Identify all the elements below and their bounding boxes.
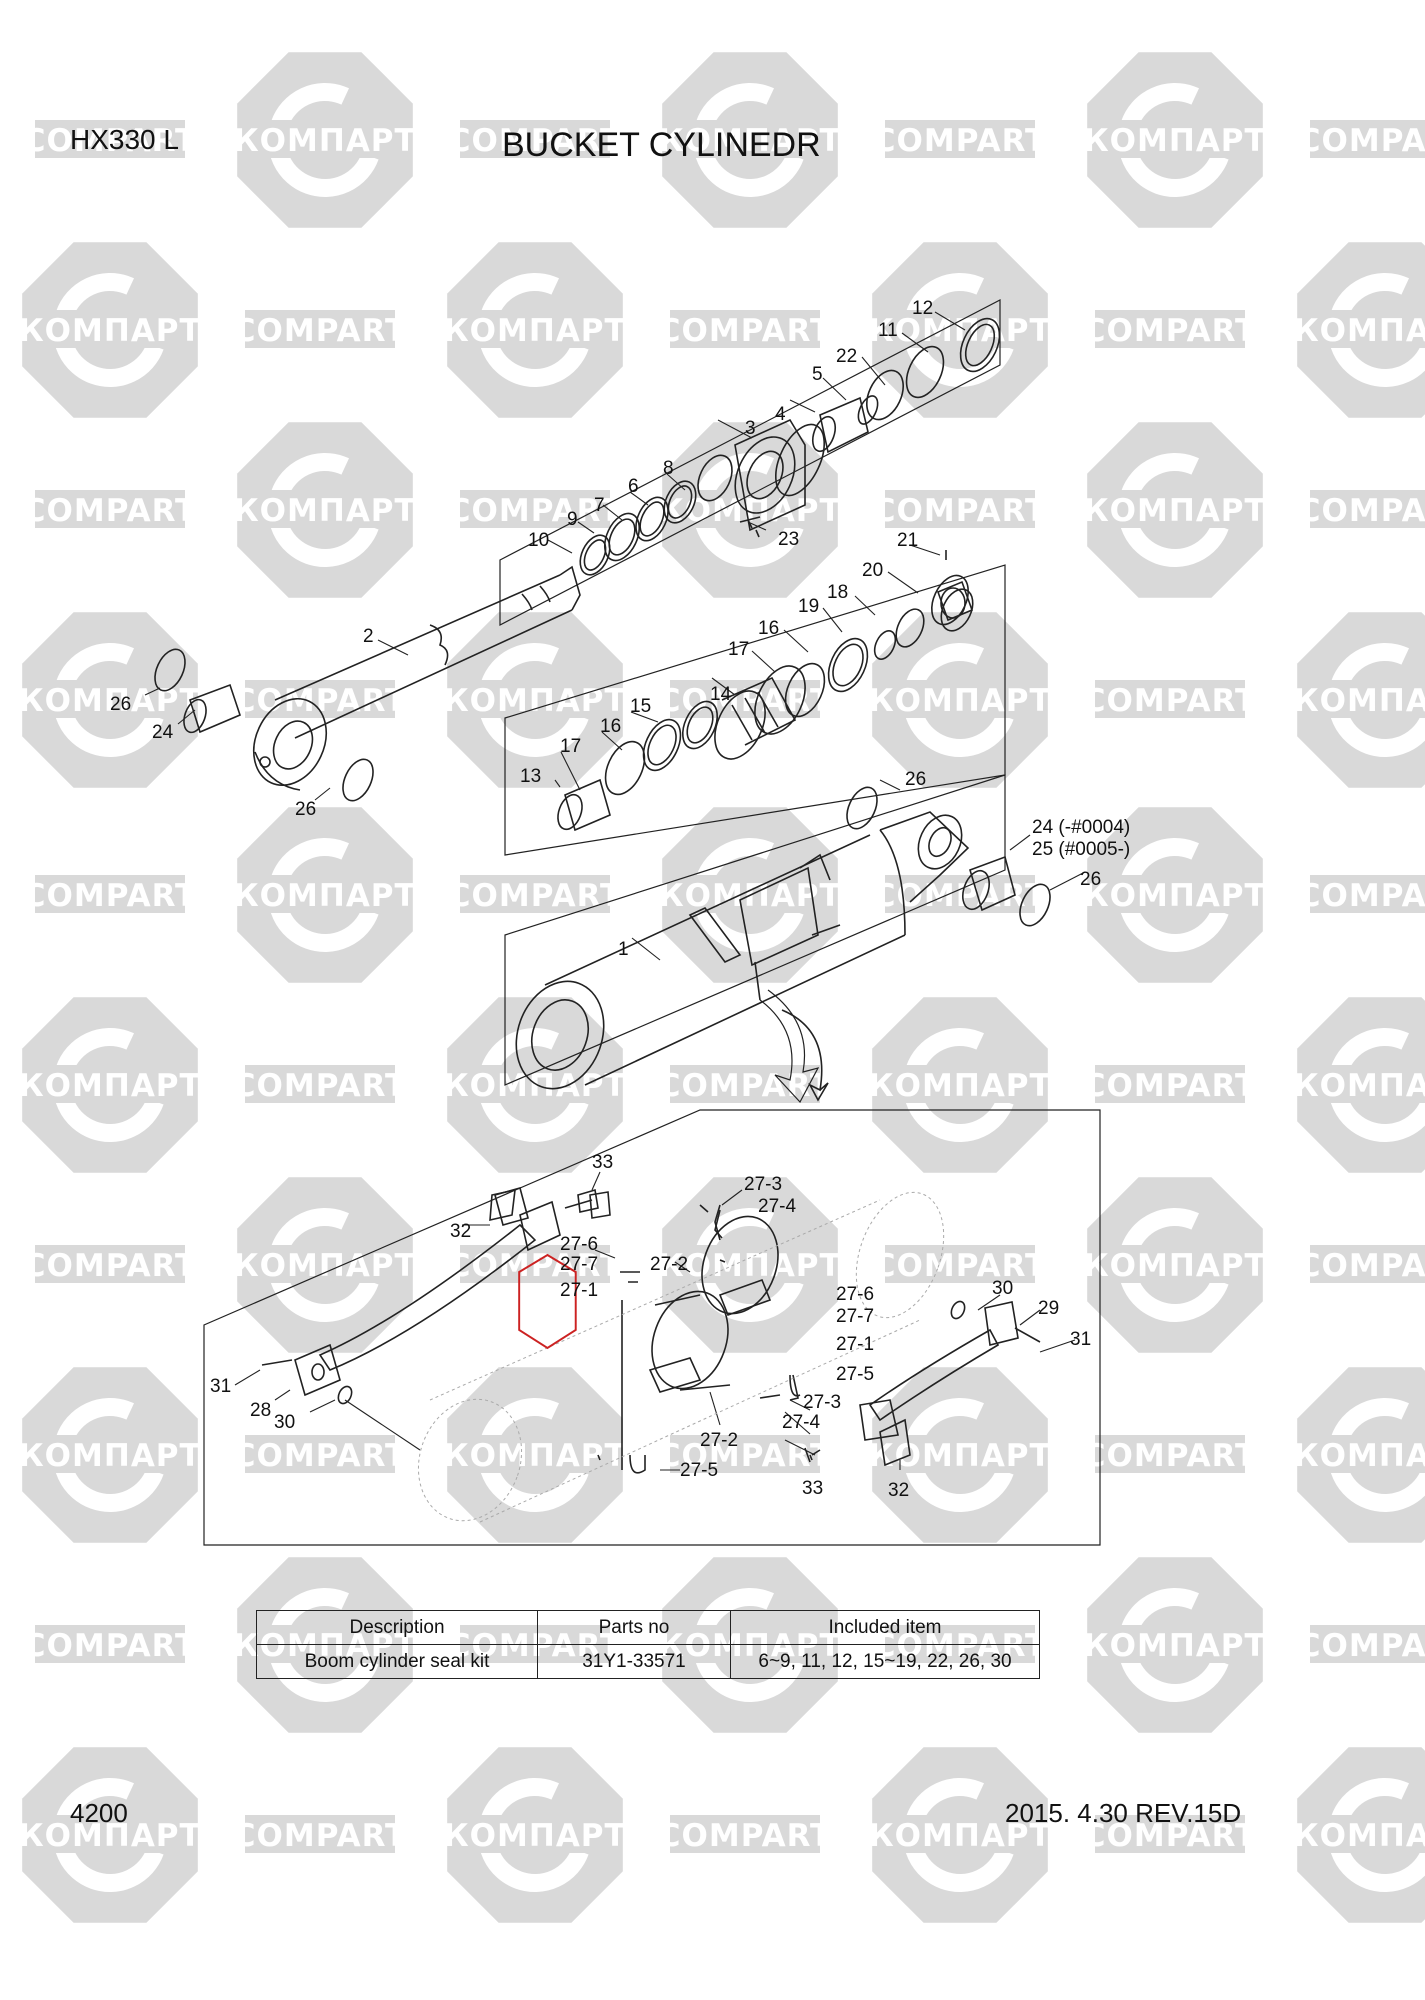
column-included-item: Included item (730, 1610, 1040, 1645)
callout-26: 26 (1080, 869, 1101, 890)
callout-15: 15 (630, 696, 651, 717)
callout-7: 7 (594, 495, 605, 516)
callout-30: 30 (274, 1412, 295, 1433)
revision-date: 2015. 4.30 REV.15D (1005, 1798, 1242, 1828)
callout-27-2: 27-2 (650, 1254, 688, 1275)
callout-8: 8 (663, 458, 674, 479)
callout-22: 22 (836, 346, 857, 367)
cell-included-item: 6~9, 11, 12, 15~19, 22, 26, 30 (730, 1644, 1040, 1679)
callout-27-7: 27-7 (560, 1254, 598, 1275)
zoom-arrow (759, 989, 820, 1104)
callout-10: 10 (528, 530, 549, 551)
callout-24: 24 (152, 722, 174, 743)
callout-27-3: 27-3 (744, 1174, 782, 1195)
callout-19: 19 (798, 596, 819, 617)
callout-27-4: 27-4 (782, 1412, 820, 1433)
cell-parts-no: 31Y1-33571 (537, 1644, 731, 1679)
callout-32: 32 (450, 1221, 471, 1242)
callout-17: 17 (560, 736, 581, 757)
bushings-and-piston (183, 396, 1016, 912)
callout-31: 31 (210, 1376, 231, 1397)
table-row: Boom cylinder seal kit 31Y1-33571 6~9, 1… (256, 1644, 1040, 1679)
callout-27-7: 27-7 (836, 1306, 874, 1327)
page-number: 4200 (70, 1798, 128, 1828)
pipe-assembly (261, 1187, 1041, 1474)
callout-27-5: 27-5 (836, 1364, 874, 1385)
callout-27-4: 27-4 (758, 1196, 796, 1217)
callout-4: 4 (775, 404, 786, 425)
callout-27-3: 27-3 (803, 1392, 841, 1413)
callout-16: 16 (758, 618, 779, 639)
model-name: HX330 L (70, 124, 179, 155)
callout-26: 26 (905, 769, 926, 790)
callout-27-1: 27-1 (836, 1334, 874, 1355)
callout-27-1: 27-1 (560, 1280, 598, 1301)
callout-25: 25 (#0005-) (1032, 839, 1130, 860)
callout-5: 5 (812, 364, 823, 385)
seal-kit-table: Description Parts no Included item Boom … (256, 1610, 1040, 1679)
callout-13: 13 (520, 766, 541, 787)
callout-21: 21 (897, 530, 918, 551)
callout-20: 20 (862, 560, 883, 581)
callout-6: 6 (628, 476, 639, 497)
callout-27-6: 27-6 (836, 1284, 874, 1305)
callout-31: 31 (1070, 1329, 1091, 1350)
column-parts-no: Parts no (537, 1610, 731, 1645)
piston-rod (252, 565, 581, 791)
table-header-row: Description Parts no Included item (256, 1610, 1040, 1645)
callout-32: 32 (888, 1480, 909, 1501)
cylinder-tube (515, 811, 970, 1102)
callout-23: 23 (778, 529, 799, 550)
callout-16: 16 (600, 716, 621, 737)
callout-17: 17 (728, 639, 749, 660)
callout-27-2: 27-2 (700, 1430, 738, 1451)
callout-2: 2 (363, 626, 374, 647)
callout-26: 26 (295, 799, 316, 820)
callout-26: 26 (110, 694, 131, 715)
callout-30: 30 (992, 1278, 1013, 1299)
callout-33: 33 (802, 1478, 823, 1499)
callout-18: 18 (827, 582, 848, 603)
callout-1: 1 (618, 939, 629, 960)
callout-24: 24 (-#0004) (1032, 817, 1130, 838)
callout-14: 14 (710, 684, 732, 705)
callout-27-5: 27-5 (680, 1460, 718, 1481)
callout-3: 3 (745, 418, 756, 439)
callout-28: 28 (250, 1400, 271, 1421)
ghost-cylinder (417, 1191, 945, 1523)
callout-29: 29 (1038, 1298, 1059, 1319)
callout-12: 12 (912, 298, 933, 319)
column-description: Description (256, 1610, 538, 1645)
callout-33: 33 (592, 1152, 613, 1173)
callout-11: 11 (878, 320, 898, 341)
leader-lines (144, 311, 1086, 1471)
callout-27-6: 27-6 (560, 1234, 598, 1255)
cell-description: Boom cylinder seal kit (256, 1644, 538, 1679)
callout-9: 9 (567, 509, 578, 530)
page-title: BUCKET CYLINEDR (502, 126, 821, 164)
